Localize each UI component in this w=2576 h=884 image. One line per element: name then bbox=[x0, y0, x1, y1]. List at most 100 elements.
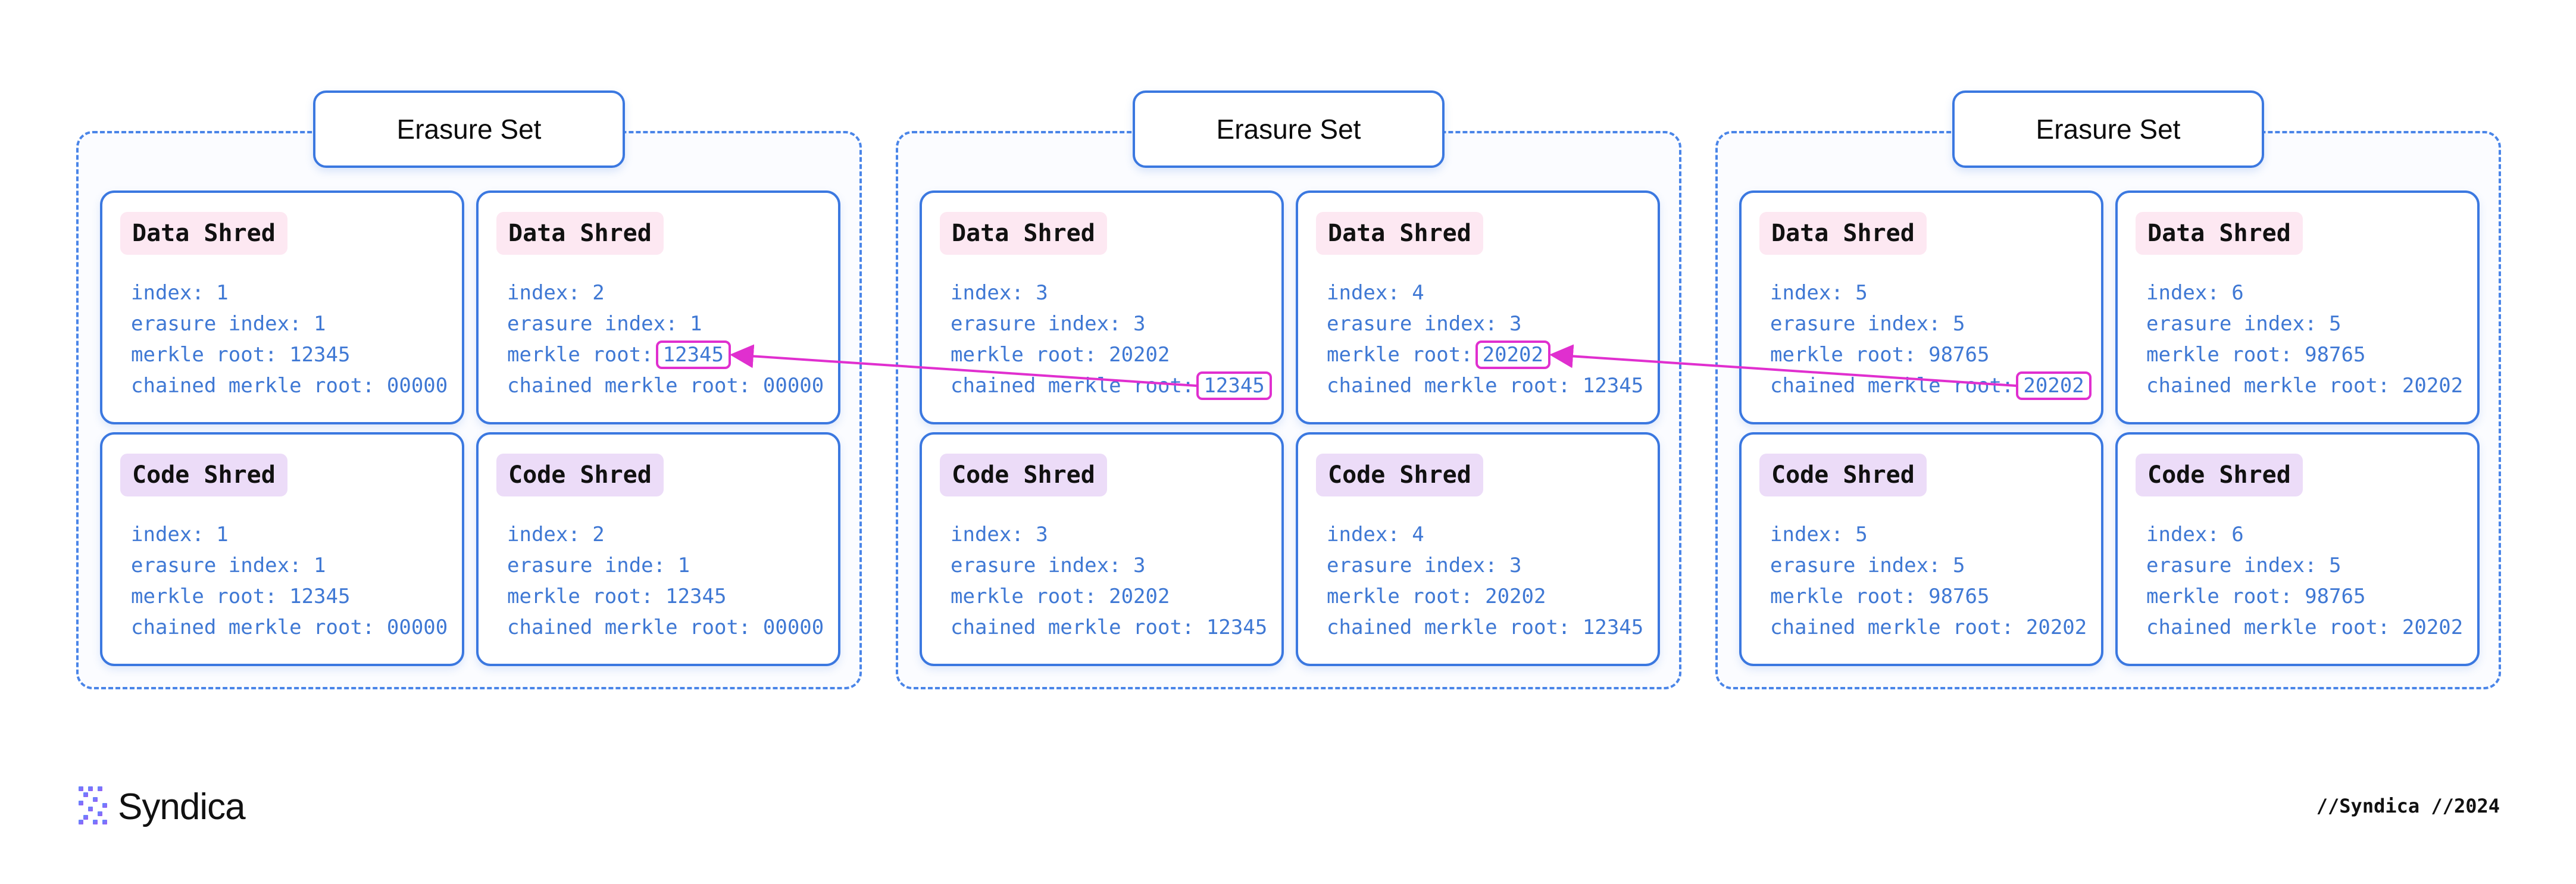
field-value: 20202 bbox=[1109, 343, 1170, 367]
shred-field: merkle root: 12345 bbox=[131, 339, 448, 370]
field-label: chained merkle root: bbox=[1770, 616, 2026, 639]
shred-field: index: 3 bbox=[951, 519, 1267, 550]
shred-field: index: 4 bbox=[1327, 277, 1643, 308]
shred-field: erasure inde: 1 bbox=[507, 550, 824, 581]
field-value: 00000 bbox=[762, 374, 824, 398]
field-label: erasure index: bbox=[951, 312, 1134, 336]
field-label: merkle root: bbox=[1327, 343, 1473, 367]
field-value: 6 bbox=[2231, 281, 2244, 305]
field-label: merkle root: bbox=[131, 585, 290, 608]
field-label: index: bbox=[2146, 281, 2232, 305]
field-value: 5 bbox=[2329, 312, 2341, 336]
shred-field: index: 5 bbox=[1770, 277, 2092, 308]
shred-field: index: 2 bbox=[507, 519, 824, 550]
field-value: 5 bbox=[1953, 554, 1965, 577]
shred-field: chained merkle root: 12345 bbox=[951, 612, 1267, 643]
field-value: 98765 bbox=[1928, 585, 1990, 608]
field-value: 3 bbox=[1036, 523, 1048, 546]
field-label: chained merkle root: bbox=[507, 616, 763, 639]
field-label: chained merkle root: bbox=[131, 616, 387, 639]
code-shred-badge: Code Shred bbox=[940, 454, 1107, 496]
logo-text: Syndica bbox=[118, 786, 246, 827]
shred-field: erasure index: 3 bbox=[951, 308, 1272, 339]
field-label: merkle root: bbox=[131, 343, 290, 367]
shred-field: index: 1 bbox=[131, 519, 448, 550]
field-label: chained merkle root: bbox=[2146, 374, 2402, 398]
field-value: 1 bbox=[314, 554, 326, 577]
shred-field: chained merkle root: 12345 bbox=[1327, 370, 1643, 401]
field-value: 12345 bbox=[289, 343, 351, 367]
field-label: chained merkle root: bbox=[1770, 374, 2014, 398]
code-shred-badge: Code Shred bbox=[496, 454, 664, 496]
erasure-set-title: Erasure Set bbox=[313, 90, 625, 168]
field-value: 20202 bbox=[2025, 616, 2087, 639]
shred-field: merkle root: 12345 bbox=[131, 581, 448, 612]
syndica-logo: Syndica bbox=[76, 780, 246, 833]
shred-field: index: 2 bbox=[507, 277, 824, 308]
field-value: 5 bbox=[1855, 523, 1868, 546]
field-label: erasure index: bbox=[131, 554, 314, 577]
field-value: 12345 bbox=[1206, 616, 1268, 639]
shred-field: chained merkle root:12345 bbox=[951, 370, 1272, 401]
highlighted-field-value: 20202 bbox=[2016, 371, 2092, 400]
field-label: merkle root: bbox=[1770, 343, 1929, 367]
field-value: 2 bbox=[592, 523, 605, 546]
shred-field: merkle root: 98765 bbox=[1770, 581, 2087, 612]
field-label: erasure index: bbox=[2146, 554, 2330, 577]
field-value: 3 bbox=[1133, 554, 1146, 577]
shred-field: erasure index: 5 bbox=[1770, 308, 2092, 339]
code-shred-badge: Code Shred bbox=[1316, 454, 1483, 496]
footer-credit: //Syndica //2024 bbox=[2316, 795, 2500, 817]
shred-field: erasure index: 5 bbox=[1770, 550, 2087, 581]
shred-field: chained merkle root: 00000 bbox=[131, 612, 448, 643]
data-shred-badge: Data Shred bbox=[1759, 212, 1927, 255]
field-value: 12345 bbox=[1582, 616, 1644, 639]
field-label: erasure index: bbox=[1770, 554, 1953, 577]
field-label: erasure index: bbox=[1770, 312, 1953, 336]
syndica-logo-icon bbox=[76, 784, 111, 830]
field-value: 00000 bbox=[762, 616, 824, 639]
shred-field: chained merkle root:20202 bbox=[1770, 370, 2092, 401]
code-shred-badge: Code Shred bbox=[1759, 454, 1927, 496]
field-value: 1 bbox=[314, 312, 326, 336]
shred-field: erasure index: 1 bbox=[131, 550, 448, 581]
shred-field: chained merkle root: 12345 bbox=[1327, 612, 1643, 643]
highlighted-field-value: 20202 bbox=[1475, 341, 1550, 369]
field-value: 20202 bbox=[2402, 616, 2464, 639]
field-label: erasure index: bbox=[1327, 312, 1510, 336]
field-label: index: bbox=[131, 523, 217, 546]
field-label: erasure index: bbox=[951, 554, 1134, 577]
shred-field: chained merkle root: 00000 bbox=[507, 370, 824, 401]
field-label: chained merkle root: bbox=[1327, 374, 1583, 398]
field-label: merkle root: bbox=[507, 585, 666, 608]
field-value: 5 bbox=[1953, 312, 1965, 336]
field-label: erasure index: bbox=[1327, 554, 1510, 577]
field-value: 20202 bbox=[1485, 585, 1546, 608]
shred-field: erasure index: 1 bbox=[507, 308, 824, 339]
field-value: 98765 bbox=[2305, 585, 2366, 608]
shred-field: erasure index: 5 bbox=[2146, 550, 2463, 581]
field-label: merkle root: bbox=[1770, 585, 1929, 608]
shred-field: merkle root: 98765 bbox=[2146, 581, 2463, 612]
shred-field: merkle root: 20202 bbox=[1327, 581, 1643, 612]
field-label: index: bbox=[951, 281, 1036, 305]
field-label: erasure index: bbox=[2146, 312, 2330, 336]
field-value: 5 bbox=[1855, 281, 1868, 305]
field-label: chained merkle root: bbox=[2146, 616, 2402, 639]
field-value: 3 bbox=[1133, 312, 1146, 336]
